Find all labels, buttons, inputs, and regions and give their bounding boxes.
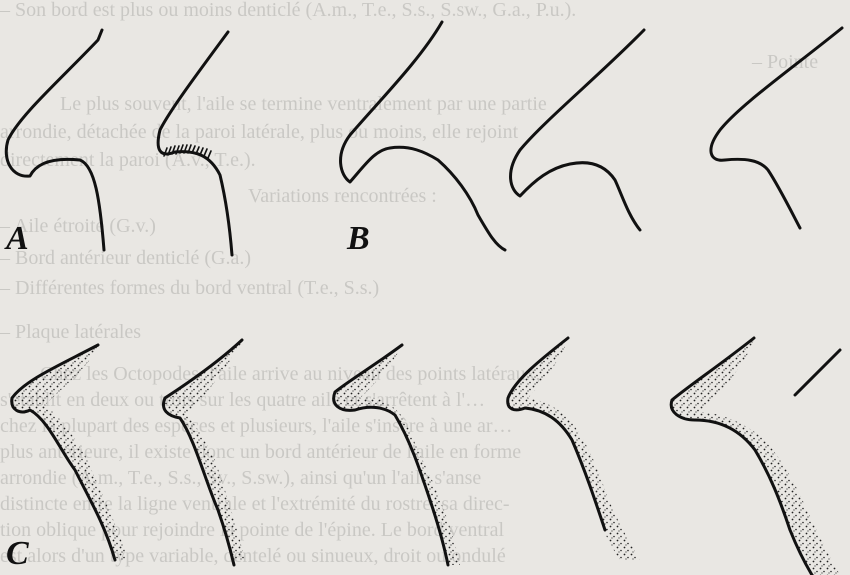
figure-c-drawings [12, 338, 840, 575]
outline-c3 [334, 345, 448, 565]
outline-b2 [511, 30, 644, 230]
figure-label-a: A [6, 220, 29, 258]
stipple-c1 [12, 345, 128, 560]
outline-a1 [6, 30, 104, 250]
outline-a2 [158, 32, 232, 255]
outline-c5 [671, 338, 812, 575]
outline-b3 [711, 28, 842, 228]
figure-b-drawings [341, 22, 842, 250]
figure-label-b: B [347, 220, 370, 258]
stipple-c2 [163, 340, 245, 560]
figure-a-drawings [6, 30, 232, 255]
outline-b1 [341, 22, 505, 250]
outline-c5-inner [795, 350, 840, 395]
figure-label-c: C [6, 535, 29, 573]
outline-c4 [508, 338, 605, 530]
